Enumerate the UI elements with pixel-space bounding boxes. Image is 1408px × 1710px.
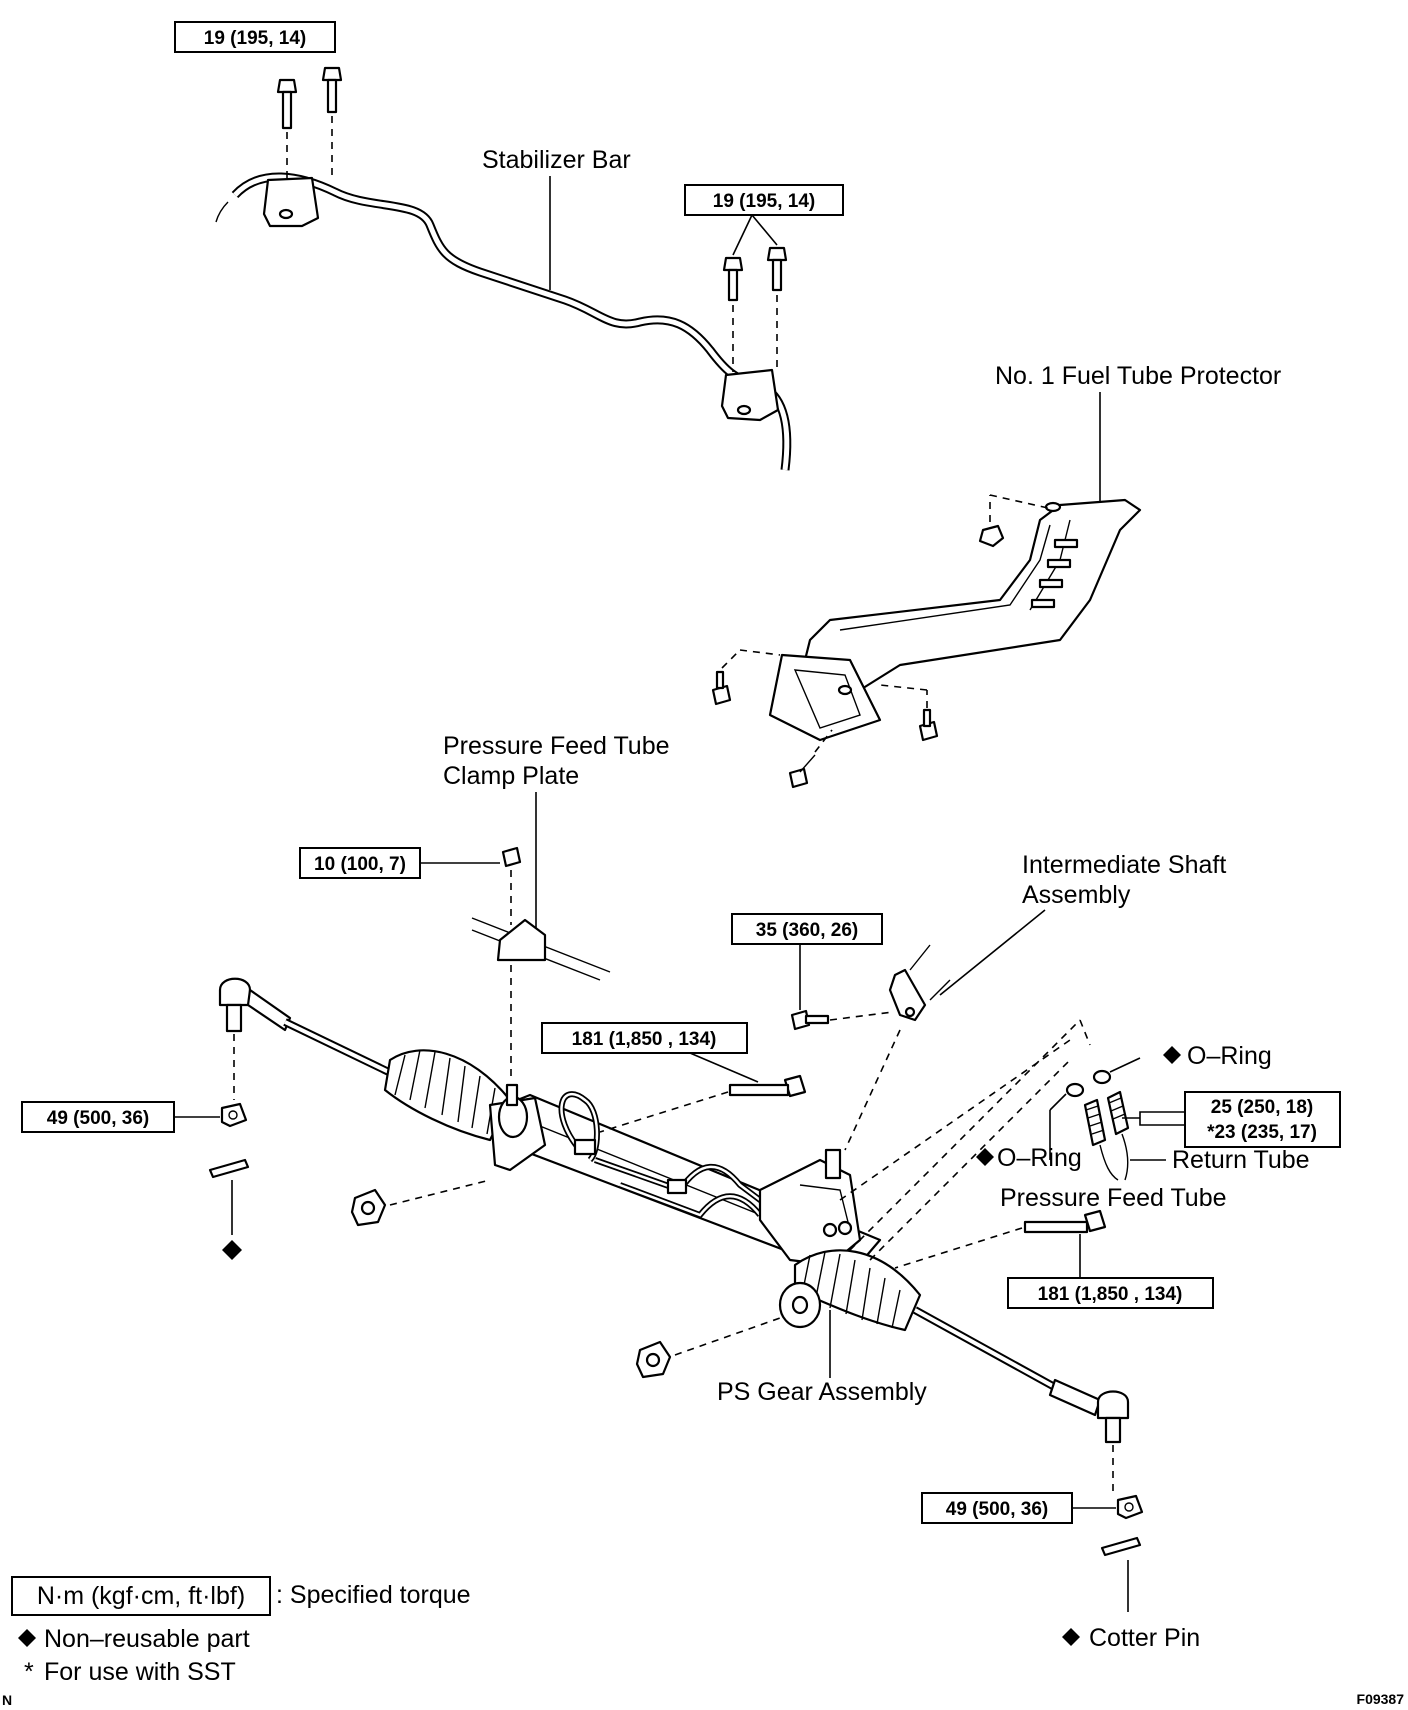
gear-bolt-lower [894,1209,1107,1269]
label-intermediate-shaft-line2: Assembly [1022,881,1131,909]
diamond-icon [222,1240,242,1260]
legend: N·m (kgf·cm, ft·lbf) : Specified torque … [11,1576,471,1686]
torque-clamp-plate: 10 (100, 7) [314,854,406,875]
ps-gear-drawing [218,977,1130,1495]
legend-unit-desc: : Specified torque [276,1581,471,1609]
clamp-plate-drawing [471,846,611,1080]
torque-tube-union-line1: 25 (250, 18) [1211,1097,1313,1118]
tie-rod-nut-right [1116,1494,1144,1520]
corner-mark: N [2,1692,12,1708]
torque-box-stabilizer-right [684,184,844,216]
label-stabilizer-bar: Stabilizer Bar [482,146,631,174]
cotter-pin-right [1100,1536,1142,1612]
torque-stabilizer-right: 19 (195, 14) [713,191,815,212]
cotter-pin-left [208,1158,250,1235]
non-reusable-mark-left [222,1240,242,1260]
label-return-tube: Return Tube [1172,1146,1310,1174]
legend-sst: For use with SST [44,1658,236,1686]
diamond-icon [18,1629,36,1647]
legend-sst-mark: * [24,1658,34,1686]
stabilizer-bolts-right [722,246,788,372]
tube-connections-drawing [839,1019,1130,1261]
label-pressure-feed-tube: Pressure Feed Tube [1000,1184,1227,1212]
stabilizer-bolts-left [276,66,343,178]
torque-box-gear-bolt-lower [1007,1277,1214,1309]
torque-box-tie-rod-right [921,1492,1073,1524]
figure-code: F09387 [1357,1691,1405,1707]
torque-tie-rod-right: 49 (500, 36) [946,1499,1048,1520]
intermediate-shaft-bolt [790,1009,901,1151]
torque-box-gear-bolt-upper [541,1022,748,1054]
label-ps-gear-assembly: PS Gear Assembly [717,1378,927,1406]
torque-box-tie-rod-left [21,1101,175,1133]
o-ring-upper-label: O–Ring [1163,1042,1272,1070]
torque-gear-bolt-upper: 181 (1,850 , 134) [572,1029,717,1050]
cotter-pin-label: Cotter Pin [1062,1624,1200,1652]
label-clamp-plate-line1: Pressure Feed Tube [443,732,670,760]
fuel-tube-protector-drawing [711,494,1142,789]
legend-unit-text: N·m (kgf·cm, ft·lbf) [37,1582,245,1610]
diamond-icon [1062,1628,1080,1646]
torque-stabilizer-left: 19 (195, 14) [204,28,306,49]
torque-tube-union-line2: *23 (235, 17) [1207,1122,1317,1143]
gear-bushing-left [350,1179,491,1227]
torque-box-intermediate-shaft [731,913,883,945]
label-fuel-tube-protector: No. 1 Fuel Tube Protector [995,362,1281,390]
diamond-icon [1163,1046,1181,1064]
label-intermediate-shaft-line1: Intermediate Shaft [1022,851,1226,879]
diamond-icon [976,1148,994,1166]
legend-unit-box [11,1576,271,1616]
torque-box-stabilizer-left [174,21,336,53]
torque-intermediate-shaft: 35 (360, 26) [756,920,858,941]
stabilizer-bar-drawing [215,172,792,471]
gear-bolt-upper [599,1074,807,1133]
tie-rod-nut-left [220,1102,248,1128]
label-o-ring-lower: O–Ring [997,1144,1082,1172]
o-ring-lower-label: O–Ring [976,1144,1082,1172]
legend-non-reusable: Non–reusable part [44,1625,250,1653]
intermediate-shaft-drawing [888,944,951,1022]
label-cotter-pin: Cotter Pin [1089,1624,1200,1652]
label-clamp-plate-line2: Clamp Plate [443,762,579,790]
torque-box-clamp-plate [299,847,421,879]
label-o-ring-upper: O–Ring [1187,1042,1272,1070]
torque-tie-rod-left: 49 (500, 36) [47,1108,149,1129]
torque-box-tube-union [1184,1091,1341,1148]
gear-bushing-right [635,1317,781,1379]
torque-gear-bolt-lower: 181 (1,850 , 134) [1038,1284,1183,1305]
